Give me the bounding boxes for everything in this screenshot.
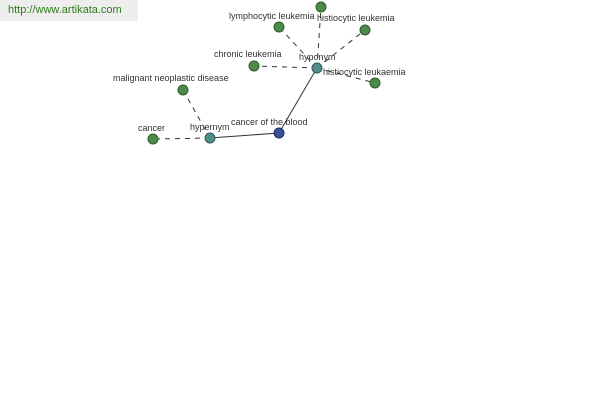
node-unlabeled-top[interactable] — [315, 1, 327, 13]
edge-cancer-of-the-blood-to-hyponym — [278, 67, 318, 134]
label-cancer[interactable]: cancer — [138, 123, 165, 133]
label-malignant-neoplastic-disease[interactable]: malignant neoplastic disease — [113, 73, 229, 83]
edge-hyponym-to-unlabeled-top — [316, 6, 322, 69]
node-hypernym[interactable] — [204, 132, 216, 144]
edge-hyponym-to-chronic-leukemia — [253, 65, 318, 69]
node-malignant-neoplastic-disease[interactable] — [177, 84, 189, 96]
label-histiocytic-leukemia[interactable]: histiocytic leukemia — [317, 13, 395, 23]
edge-cancer-of-the-blood-to-hypernym — [209, 132, 280, 139]
nodes-layer — [147, 1, 381, 145]
site-url-banner[interactable]: http://www.artikata.com — [0, 0, 138, 21]
label-lymphocytic-leukemia[interactable]: lymphocytic leukemia — [229, 11, 315, 21]
edges-layer — [152, 6, 376, 140]
node-cancer[interactable] — [147, 133, 159, 145]
label-histiocytic-leukaemia[interactable]: histiocytic leukaemia — [323, 67, 406, 77]
node-chronic-leukemia[interactable] — [248, 60, 260, 72]
node-histiocytic-leukaemia[interactable] — [369, 77, 381, 89]
label-hyponym[interactable]: hyponym — [299, 52, 336, 62]
edge-hyponym-to-histiocytic-leukemia — [316, 29, 366, 69]
label-chronic-leukemia[interactable]: chronic leukemia — [214, 49, 282, 59]
node-histiocytic-leukemia[interactable] — [359, 24, 371, 36]
node-cancer-of-the-blood[interactable] — [273, 127, 285, 139]
label-cancer-of-the-blood[interactable]: cancer of the blood — [231, 117, 308, 127]
edge-hypernym-to-cancer — [152, 137, 211, 140]
node-lymphocytic-leukemia[interactable] — [273, 21, 285, 33]
node-hyponym[interactable] — [311, 62, 323, 74]
label-hypernym[interactable]: hypernym — [190, 122, 230, 132]
